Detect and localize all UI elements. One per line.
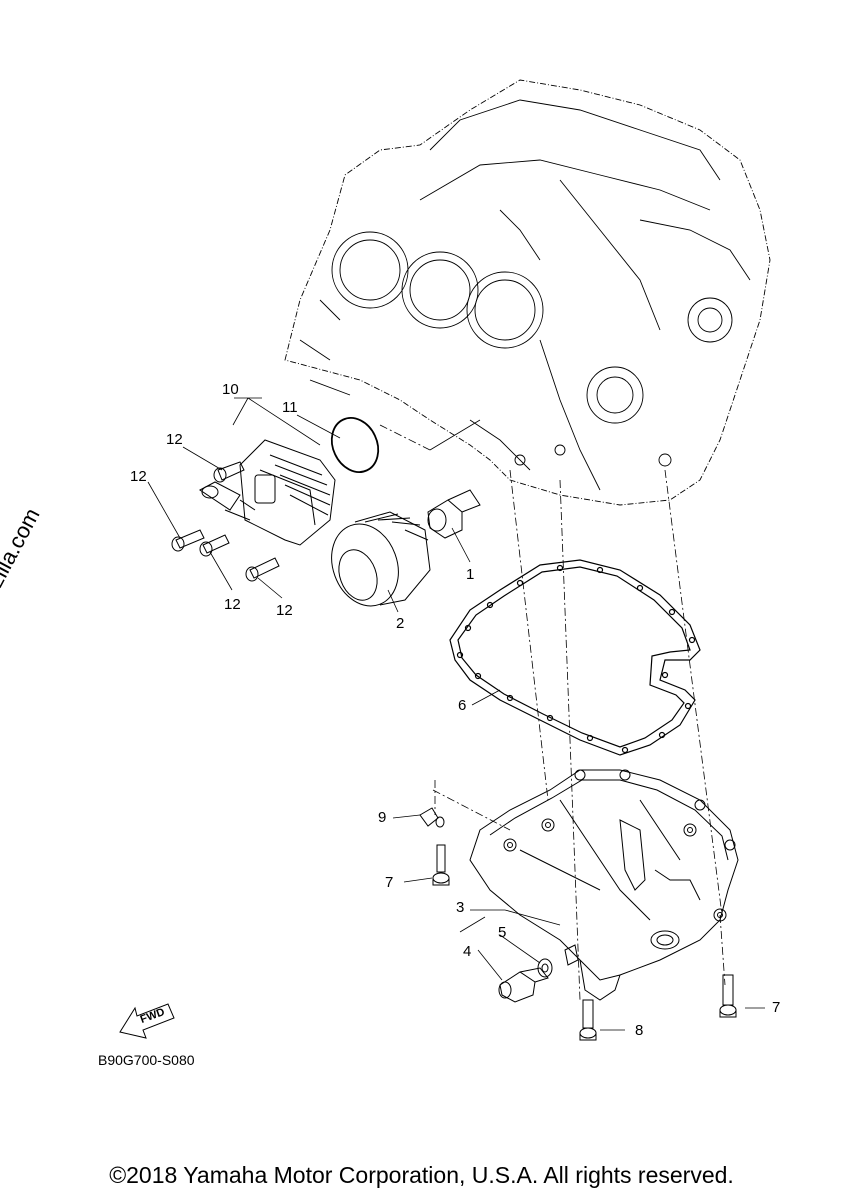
callout-7-left: 7 — [385, 874, 394, 891]
callout-12-c: 12 — [224, 596, 241, 613]
fwd-arrow-icon — [120, 1004, 174, 1038]
engine-block — [285, 80, 770, 505]
leader-lines — [148, 398, 765, 1030]
guide-lines — [380, 425, 725, 1000]
callout-5: 5 — [498, 924, 507, 941]
callout-2: 2 — [396, 615, 405, 632]
oil-cooler — [200, 440, 335, 545]
drain-gasket — [538, 959, 552, 977]
callout-11: 11 — [282, 399, 298, 416]
drain-bolt — [499, 968, 548, 1002]
callout-10: 10 — [222, 381, 239, 398]
callout-6: 6 — [458, 697, 467, 714]
union-bolt — [428, 490, 480, 538]
bolts-7-8 — [433, 845, 736, 1040]
clip — [420, 808, 444, 827]
callout-12-d: 12 — [276, 602, 293, 619]
oil-pan-gasket — [450, 560, 700, 755]
callout-9: 9 — [378, 809, 387, 826]
oil-filter — [321, 512, 430, 615]
callout-4: 4 — [463, 943, 472, 960]
bolts-12 — [172, 462, 279, 581]
callout-8: 8 — [635, 1022, 644, 1039]
o-ring — [323, 410, 387, 479]
copyright-notice: ©2018 Yamaha Motor Corporation, U.S.A. A… — [109, 1162, 734, 1188]
callout-3: 3 — [456, 899, 465, 916]
callout-12-b: 12 — [130, 468, 147, 485]
oil-pan — [470, 770, 738, 1000]
diagram-code: B90G700-S080 — [98, 1052, 195, 1068]
callout-7-right: 7 — [772, 999, 781, 1016]
callout-1: 1 — [466, 566, 475, 583]
callout-12-a: 12 — [166, 431, 183, 448]
